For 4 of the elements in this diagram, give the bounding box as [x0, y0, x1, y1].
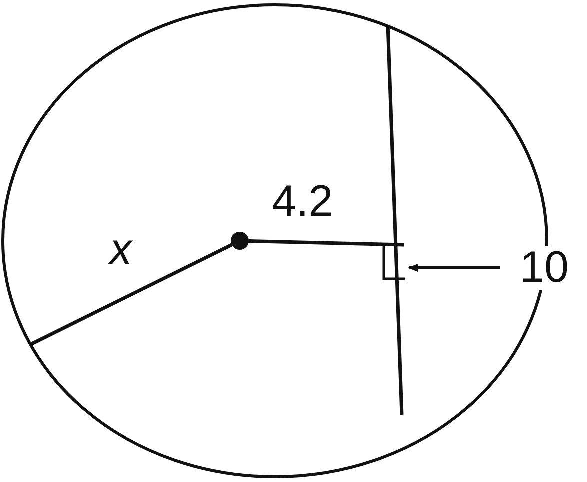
radius-label: x — [110, 228, 132, 272]
distance-label: 4.2 — [272, 180, 334, 224]
chord-line — [386, 24, 404, 416]
arrow — [408, 264, 500, 272]
